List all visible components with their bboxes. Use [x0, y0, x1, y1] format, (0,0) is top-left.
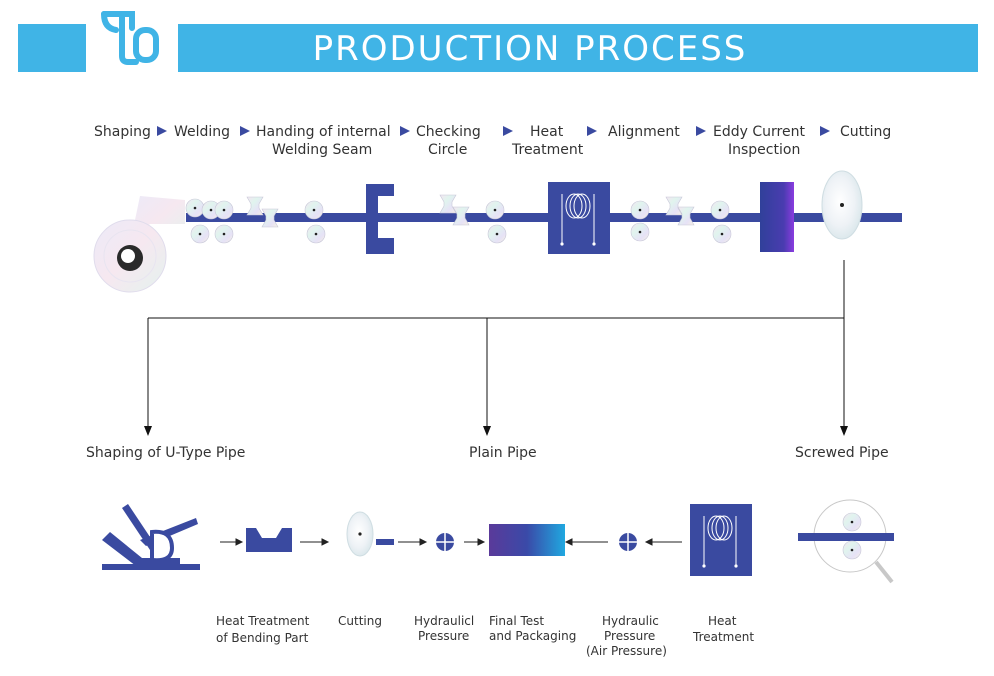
- title-banner: [18, 24, 978, 72]
- branch-connectors: [147, 260, 845, 428]
- heat-treatment-box: [548, 182, 610, 254]
- bottom-cutting-label: Cutting: [338, 614, 382, 628]
- step-welding-label: Welding: [174, 124, 231, 140]
- branch-screwed-label: Screwed Pipe: [795, 445, 889, 461]
- bottom-hydraulic-line1: Hydraulic: [602, 614, 659, 628]
- step-handing-label-line2: Welding Seam: [272, 142, 373, 158]
- branch-u-type-label: Shaping of U-Type Pipe: [86, 445, 246, 461]
- u-bending-machine: [102, 504, 200, 570]
- bottom-final-test-line1: Final Test: [489, 614, 545, 628]
- step-alignment-label: Alignment: [608, 124, 680, 140]
- branch-plain-label: Plain Pipe: [469, 445, 537, 461]
- final-test-block: [489, 524, 565, 556]
- hydraulic-symbol-left: [436, 533, 454, 551]
- page-title: PRODUCTION PROCESS: [312, 29, 748, 69]
- step-checking-label-line1: Checking: [416, 124, 481, 140]
- branch-arrowheads: [144, 426, 848, 436]
- step-shaping-label: Shaping: [94, 124, 151, 140]
- bottom-heat-bending-line2: of Bending Part: [216, 631, 309, 645]
- step-handing-label-line1: Handing of internal: [256, 124, 391, 140]
- bottom-cutting-disc: [346, 511, 394, 557]
- bottom-hydraulicl-line2: Pressure: [418, 629, 470, 643]
- main-pipe: [186, 213, 902, 222]
- step-heat-label-line1: Heat: [530, 124, 564, 140]
- bottom-heat-line2: Treatment: [693, 630, 755, 644]
- internal-seam-block: [366, 184, 396, 254]
- logo-area: [86, 0, 178, 112]
- step-eddy-label-line1: Eddy Current: [713, 124, 805, 140]
- steel-coil: [93, 196, 185, 293]
- welding-spools: [246, 196, 279, 228]
- bottom-hydraulicl-line1: Hydraulicl: [414, 614, 475, 628]
- eddy-current-block: [760, 182, 794, 252]
- step-heat-label-line2: Treatment: [512, 142, 584, 158]
- top-flow-arrows: [157, 126, 830, 136]
- bottom-final-test-line2: and Packaging: [489, 629, 577, 643]
- step-cutting-label: Cutting: [840, 124, 892, 140]
- bottom-flow-arrows: [220, 538, 682, 546]
- step-eddy-label-line2: Inspection: [728, 142, 801, 158]
- hydraulic-symbol-right: [619, 533, 637, 551]
- bottom-hydraulic-line3: (Air Pressure): [586, 644, 667, 658]
- cutting-disc: [821, 170, 863, 240]
- bending-heat-block: [246, 528, 292, 552]
- bottom-heat-bending-line1: Heat Treatment: [216, 614, 310, 628]
- step-checking-label-line2: Circle: [428, 142, 468, 158]
- screwed-pipe-magnifier: [798, 499, 894, 584]
- bottom-heat-treatment-box: [690, 504, 752, 576]
- company-logo-icon: [101, 11, 159, 65]
- bottom-hydraulic-line2: Pressure: [604, 629, 656, 643]
- bottom-heat-line1: Heat: [708, 614, 737, 628]
